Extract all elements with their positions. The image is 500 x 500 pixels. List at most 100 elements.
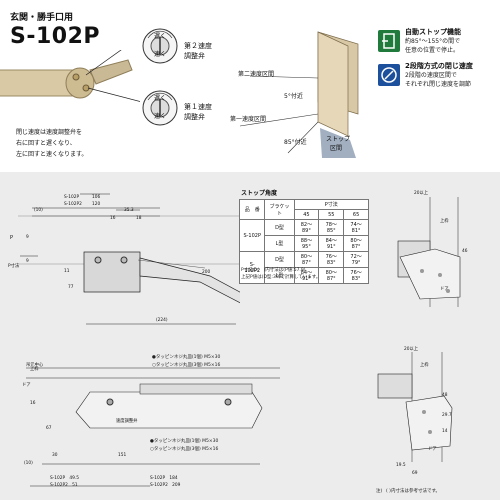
stop-zone-label-1: ストップ (326, 136, 351, 143)
feature-auto-stop-line2: 任意の位置で停止。 (405, 47, 460, 54)
plan-view-closer-body (75, 391, 263, 429)
top-label-11: 11 (64, 269, 70, 274)
footnote-prefix: 注) (376, 489, 383, 494)
table-cell-value: 82〜89° (293, 219, 320, 236)
table-cell-bracket: D型 (264, 219, 295, 236)
table-cell-value: 76〜83° (318, 251, 345, 268)
table-cell-value: 80〜87° (318, 267, 345, 284)
side2-dim-14: 14 (442, 429, 448, 434)
side2-door: ドア (428, 447, 437, 452)
table-cell-value: 84〜91° (318, 235, 345, 252)
plan-dim-16: 16 (30, 401, 36, 406)
door-zone-diagram (239, 31, 359, 158)
table-cell-value: 88〜95° (293, 235, 320, 252)
side-view-lower-closer (405, 395, 453, 451)
plan-speed-valve: 速度調整弁 (116, 419, 138, 424)
stop-zone-wedge (320, 128, 356, 158)
table-cell-value: 72〜79° (343, 251, 369, 268)
table-header-p65: 65 (343, 209, 369, 220)
top-dim-18: 18 (136, 216, 142, 221)
angle-5-label: 5°付近 (284, 93, 303, 100)
table-cell-bracket: L型 (264, 267, 295, 284)
closer-body-outline (83, 251, 141, 293)
top-model-b-label: S-102P2 (64, 202, 82, 207)
valve2-fast-label: 速く (154, 51, 167, 58)
stop-angle-table: 品 番 ブラケット P寸法 45 55 65 S-102P D型 82〜89° … (238, 199, 370, 284)
plan-dim-s102p-184: S-102P 184 (150, 476, 178, 481)
side2-dim-20-up: 20以上 (404, 347, 419, 352)
side2-dim-19: 19.5 (396, 463, 406, 468)
feature-auto-stop: 自動ストップ機能 約85°～155°の間で 任意の位置で停止。 (378, 28, 496, 56)
top-dim-a: 106 (92, 195, 101, 200)
feature-auto-stop-line1: 約85°～155°の間で (405, 38, 461, 45)
table-cell-bracket: L型 (264, 235, 295, 252)
product-subtitle: 玄関・勝手口用 (10, 13, 74, 23)
plan-hinge-center: 吊元中心 (26, 363, 44, 368)
side2-dim-29: 29.7 (442, 413, 452, 418)
technical-drawing-section: S-102P 106 S-102P2 120 (10) 35.3 16 18 9… (0, 172, 500, 500)
closer-top-view-drawing (18, 193, 240, 325)
plan-tapping-2: ○タッピンネジ丸皿(3個) M5×16 (152, 363, 221, 368)
table-row: L型 84〜91° 80〜87° 76〜83° (240, 267, 369, 284)
closing-note-line3: 左に回すと速くなります。 (16, 151, 88, 158)
table-cell-value: 80〜87° (293, 251, 320, 268)
plan-dim-s102p-49: S-102P 49.5 (50, 476, 79, 481)
angle-85-label: 85°付近 (284, 139, 307, 146)
stop-angle-table-title: ストップ角度 (241, 190, 278, 197)
table-header-p: P寸法 (293, 199, 370, 210)
top-model-a-label: S-102P (64, 195, 80, 200)
plan-dim-67: 67 (46, 426, 52, 431)
top-dim-b: 120 (92, 202, 101, 207)
plan-view-arm (139, 383, 253, 395)
side1-upper-frame: 上枠 (440, 219, 449, 224)
first-zone-label: 第一速度区間 (230, 116, 267, 123)
side2-upper-frame: 上枠 (420, 363, 429, 368)
footnote-text: ( )内寸法は参考寸法です。 (386, 489, 440, 494)
side-view-upper-drawing (397, 197, 461, 307)
plan-tapping-1: ●タッピンネジ丸皿(1個) M5×30 (152, 355, 221, 360)
table-row: S-102P D型 82〜89° 78〜85° 74〜81° (238, 219, 369, 252)
side2-dim-48: 48 (442, 393, 448, 398)
side-view-lower-drawing (377, 352, 453, 462)
feature-speed-adjust-line2: それぞれ閉じ速度を調節 (405, 81, 472, 88)
plan-dim-s102p2-51: S-102P2 51 (50, 483, 78, 488)
top-dim-35: 35.3 (124, 208, 134, 213)
table-header-p55: 55 (318, 209, 345, 220)
feature-speed-adjust-line1: 2段階の速度区間で (405, 72, 457, 79)
valve-screw-1 (72, 73, 80, 81)
speed-adjust-icon (378, 64, 400, 86)
table-cell-model: S-102P (238, 219, 266, 252)
table-cell-value: 84〜91° (293, 267, 320, 284)
closer-arm (89, 59, 133, 85)
valve2-title: 第２速度 (184, 42, 212, 50)
table-cell-value: 78〜85° (318, 219, 345, 236)
side1-door: ドア (440, 287, 449, 292)
table-row: L型 88〜95° 84〜91° 80〜87° (240, 235, 369, 252)
side-view-upper-closer (399, 248, 461, 300)
table-cell-bracket: D型 (264, 251, 295, 268)
feature-auto-stop-title: 自動ストップ機能 (405, 28, 461, 36)
plan-dim-30: 30 (52, 453, 58, 458)
valve2-slow-label: 遅く (154, 33, 167, 40)
stop-table-note1: P寸法の( )内寸法は(P値:57.9) (241, 268, 306, 273)
plan-dim-10: (10) (24, 461, 33, 466)
top-label-9: 9 (26, 259, 29, 264)
table-cell-value: 76〜83° (343, 267, 369, 284)
table-header-model: 品 番 (238, 199, 266, 220)
table-header-row: 品 番 ブラケット P寸法 (238, 199, 370, 220)
top-label-p-dim: P寸法 (8, 264, 20, 269)
plan-upper-frame: 上枠 (30, 367, 39, 372)
product-overview-section: 玄関・勝手口用 S-102P 遅く 速く 第２速度 調整弁 (0, 0, 500, 172)
auto-stop-icon (378, 30, 400, 52)
valve1-slow-label: 遅く (154, 95, 167, 102)
closer-plan-view-drawing (26, 367, 280, 487)
first-speed-valve-diagram (142, 90, 178, 126)
top-dim-9: 9 (26, 235, 29, 240)
closing-note-line1: 閉じ速度は速度調整弁を (16, 129, 83, 136)
side2-dim-69: 69 (412, 471, 418, 476)
side1-dim-46: 46 (462, 249, 468, 254)
plan-dim-151: 151 (118, 453, 127, 458)
product-model-title: S-102P (10, 24, 101, 49)
stop-zone-label-2: 区間 (330, 145, 343, 152)
